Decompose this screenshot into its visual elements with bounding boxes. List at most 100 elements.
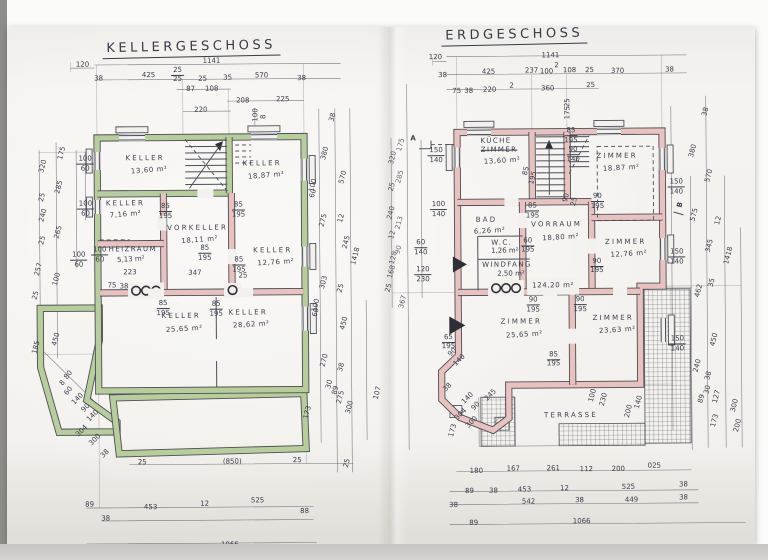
dim-label: 60	[307, 188, 318, 199]
room-label: ZIMMER	[500, 317, 543, 326]
paper-fold-shadow	[378, 27, 408, 544]
dim-label: 140	[632, 394, 644, 410]
entrance-arrow-icon	[449, 316, 466, 335]
dim-label: 230	[597, 391, 609, 407]
dim-label: 25	[335, 282, 346, 294]
dim-label: 89	[85, 500, 95, 509]
dim-label: 38	[700, 106, 711, 117]
dim-label: 100	[539, 67, 554, 76]
entrance-arrow-icon	[452, 256, 467, 273]
dim-label: 85	[526, 201, 539, 212]
dim-label: 208	[236, 96, 250, 105]
dim-label: 025	[647, 461, 662, 470]
dim-label: 245	[340, 234, 352, 250]
dim-label: 60	[62, 384, 75, 397]
dim-label: 38	[464, 86, 474, 95]
dim-label: 150	[668, 247, 686, 258]
dim-label: 100	[429, 200, 448, 211]
dim-label: 300	[87, 432, 103, 448]
dim-label: 370	[610, 66, 625, 75]
paper-sheet	[7, 27, 755, 544]
dim-label: 173	[708, 413, 721, 429]
total-area-box	[526, 277, 580, 296]
dim-label: 195	[590, 265, 604, 275]
dim-label: 100	[50, 271, 63, 287]
dim-label: 1418	[722, 245, 735, 266]
room-area: 13,60 m²	[130, 164, 168, 176]
dim-label: 173	[447, 422, 459, 438]
dim-label: 38	[336, 361, 347, 373]
dim-label: 230	[416, 275, 430, 284]
stair-treads	[185, 136, 590, 198]
dim-label: 25	[30, 289, 41, 301]
dim-label: 195	[521, 245, 535, 254]
dim-label: 1141	[541, 51, 560, 60]
room-label: KÜCHE	[480, 136, 512, 145]
dim-label: 12	[200, 499, 210, 508]
dim-label: 525	[621, 482, 636, 491]
dim-label: 200	[611, 464, 626, 473]
dim-label: 304	[74, 423, 90, 439]
dim-label: 85	[232, 255, 246, 266]
dim-label: 1418	[349, 246, 362, 266]
dim-label: 1066	[572, 517, 591, 526]
dim-label: 100	[251, 108, 260, 122]
fixtures	[488, 280, 525, 297]
dim-label: 167	[506, 464, 521, 473]
plan-title-kellergeschoss: KELLERGESCHOSS	[102, 37, 281, 60]
room-area: 23,63 m²	[598, 324, 636, 335]
terrace-paving	[449, 287, 693, 447]
dim-label: 89	[469, 518, 479, 527]
dim-label: 35	[223, 73, 233, 82]
room-area: 12,76 m²	[257, 257, 295, 268]
dim-label: 25	[37, 234, 48, 246]
total-area: 124,20 m²	[532, 281, 574, 290]
dim-label: 275	[334, 389, 346, 405]
dim-label: 220	[482, 85, 497, 94]
dim-label: 380	[687, 143, 699, 159]
dim-label: 8	[259, 114, 268, 120]
dim-label: 140	[670, 344, 685, 353]
dim-label: 75	[452, 86, 462, 96]
dim-label: 85	[198, 244, 212, 254]
dim-label: 345	[703, 238, 715, 254]
dim-label: 195	[231, 210, 246, 219]
section-marker-b-bracket	[673, 211, 684, 216]
dim-label: 60	[414, 238, 428, 249]
dim-label: 542	[521, 497, 536, 506]
dim-label: 60	[74, 260, 84, 269]
dim-label: 100	[70, 251, 88, 261]
dim-label: 425	[141, 71, 156, 80]
dim-label: 285	[53, 179, 65, 195]
dim-label: 87	[186, 84, 196, 93]
dim-label: 200	[731, 417, 744, 433]
dim-label: 449	[624, 495, 639, 504]
dim-label: 320	[37, 158, 49, 174]
dim-label: 195	[198, 253, 212, 262]
dim-label: 38	[98, 447, 111, 460]
dim-label: 1141	[202, 56, 221, 65]
dim-label: 25	[137, 458, 147, 467]
room-label: ZIMMER	[596, 151, 638, 161]
section-marker-b: B	[675, 201, 685, 209]
dim-label: 150	[667, 177, 686, 188]
dim-label: 175	[563, 106, 572, 120]
dim-label: 304	[453, 406, 469, 422]
dim-label: 120	[414, 265, 432, 276]
dim-label: 300	[464, 414, 480, 430]
dim-label: (850)	[222, 457, 242, 466]
dim-label: 60	[81, 209, 91, 218]
dim-label: 270	[318, 352, 330, 368]
dim-label: 25	[341, 457, 352, 469]
dim-label: 38	[438, 71, 448, 80]
room-label: WINDFANG	[482, 260, 532, 269]
room-area: 1,26 m²	[491, 246, 519, 255]
dim-label: 38	[119, 282, 129, 291]
dim-label: 185	[30, 339, 42, 355]
room-label: KELLER	[253, 246, 293, 255]
dim-label: 525	[250, 496, 265, 505]
dim-label: 453	[143, 503, 158, 512]
dim-label: 360	[540, 84, 555, 93]
